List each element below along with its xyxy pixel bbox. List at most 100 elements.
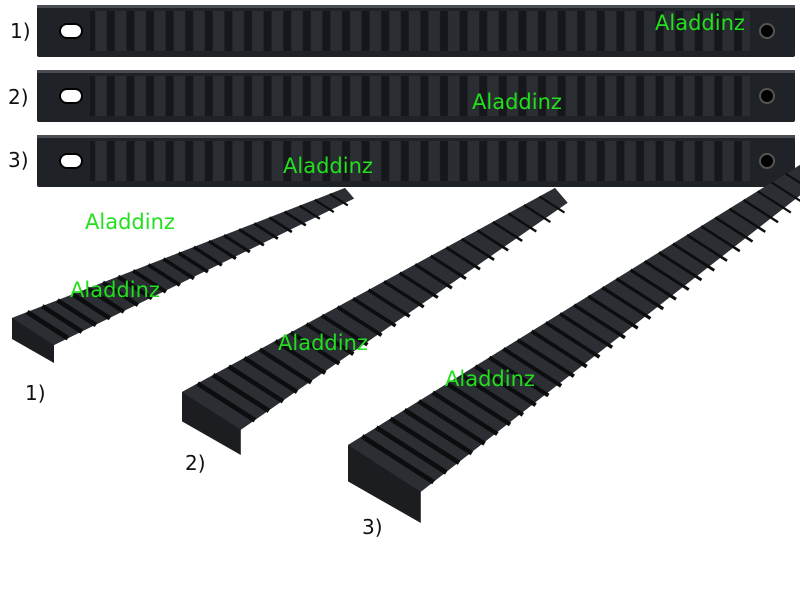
rail-slot bbox=[283, 210, 307, 227]
rail-slot bbox=[686, 233, 728, 262]
rail-slot bbox=[445, 246, 481, 271]
rail-top bbox=[348, 165, 800, 492]
rail-slots bbox=[90, 141, 750, 181]
rail-slot bbox=[502, 347, 563, 388]
rail-slot bbox=[258, 347, 313, 385]
rail-slot bbox=[253, 222, 279, 240]
rail-slot bbox=[71, 292, 112, 321]
rail-slot bbox=[329, 193, 349, 207]
rail-slot bbox=[305, 322, 355, 356]
rail-slot bbox=[268, 216, 293, 234]
rail-slot bbox=[367, 288, 411, 318]
rail-slot bbox=[714, 216, 754, 243]
mounting-slot bbox=[59, 88, 83, 104]
rail-slot bbox=[700, 225, 741, 253]
rail-slot bbox=[445, 381, 512, 427]
rail-top bbox=[182, 188, 568, 430]
mounting-hole bbox=[759, 88, 775, 104]
top-label-1: 1) bbox=[10, 19, 31, 43]
rail-slot bbox=[643, 259, 690, 291]
rail-slot bbox=[336, 305, 383, 337]
rail-slot bbox=[274, 339, 327, 375]
rail-slot bbox=[544, 320, 601, 359]
rail-slot bbox=[147, 263, 181, 287]
rail-slot bbox=[314, 198, 335, 214]
rail-slot bbox=[360, 434, 435, 485]
rail-slot bbox=[223, 233, 251, 254]
top-label-3: 3) bbox=[8, 148, 29, 172]
rail-slot bbox=[320, 313, 369, 347]
bottom-label-3: 3) bbox=[362, 515, 383, 539]
rail-slot bbox=[374, 425, 448, 475]
watermark: Aladdinz bbox=[472, 90, 562, 114]
rail-slot bbox=[414, 263, 453, 290]
rail-slot bbox=[530, 329, 588, 369]
rail-slot bbox=[116, 274, 154, 301]
rail-slot bbox=[516, 338, 575, 378]
rail-slot bbox=[196, 381, 257, 423]
rail-slot bbox=[476, 229, 509, 252]
rail-slot bbox=[207, 239, 237, 260]
rail-slot bbox=[757, 190, 792, 214]
watermark: Aladdinz bbox=[445, 367, 535, 391]
rail-slot bbox=[573, 303, 626, 340]
watermark: Aladdinz bbox=[85, 210, 175, 234]
mounting-hole bbox=[759, 23, 775, 39]
rail-slot bbox=[242, 356, 299, 394]
bottom-label-2: 2) bbox=[185, 451, 206, 475]
rail-top bbox=[12, 188, 354, 345]
rail-slot bbox=[25, 310, 70, 341]
rail-slot bbox=[431, 390, 499, 436]
rail-slot bbox=[101, 280, 140, 307]
rail-slot bbox=[492, 220, 523, 242]
rail-slot bbox=[389, 416, 461, 465]
rail-slot bbox=[351, 296, 397, 328]
rail-slot bbox=[474, 364, 537, 407]
rail-slots bbox=[90, 11, 750, 51]
mounting-slot bbox=[59, 153, 83, 169]
rail-slot bbox=[672, 242, 716, 272]
rail-slot bbox=[132, 269, 167, 294]
rail-slot bbox=[601, 286, 652, 320]
rail-slot bbox=[742, 199, 779, 224]
rail-slot bbox=[398, 271, 439, 299]
rail-slot bbox=[629, 268, 677, 301]
rail-slot bbox=[785, 172, 800, 185]
rail-slot bbox=[177, 251, 209, 274]
rail-slot bbox=[538, 195, 566, 214]
rail-slot bbox=[728, 207, 766, 233]
watermark: Aladdinz bbox=[283, 154, 373, 178]
rail-slot bbox=[657, 251, 703, 282]
rail-slot bbox=[558, 312, 614, 349]
rail-slot bbox=[523, 204, 551, 223]
rail-slot bbox=[488, 355, 550, 398]
rail-slot bbox=[238, 228, 265, 247]
bottom-label-1: 1) bbox=[25, 381, 46, 405]
rail-slot bbox=[298, 204, 321, 220]
rail-slot bbox=[383, 280, 425, 309]
rail-slot bbox=[56, 298, 98, 327]
rail-slot bbox=[162, 257, 195, 281]
rail-slot bbox=[192, 245, 223, 267]
watermark: Aladdinz bbox=[655, 11, 745, 35]
rail-slot bbox=[227, 364, 285, 404]
watermark: Aladdinz bbox=[70, 278, 160, 302]
mounting-hole bbox=[759, 153, 775, 169]
rail-slot bbox=[211, 373, 271, 413]
rail-slot bbox=[289, 330, 341, 366]
rail-slot bbox=[403, 408, 474, 456]
rail-slot bbox=[86, 286, 126, 314]
rail-slot bbox=[417, 399, 486, 446]
rail-slot bbox=[461, 237, 495, 261]
rail-slot bbox=[615, 277, 665, 311]
rail-slot bbox=[459, 373, 525, 417]
rail-slots bbox=[90, 76, 750, 116]
watermark: Aladdinz bbox=[278, 331, 368, 355]
top-label-2: 2) bbox=[8, 85, 29, 109]
mounting-slot bbox=[59, 23, 83, 39]
rail-slot bbox=[507, 212, 537, 233]
rail-slot bbox=[40, 304, 84, 334]
rail-slot bbox=[771, 181, 800, 202]
